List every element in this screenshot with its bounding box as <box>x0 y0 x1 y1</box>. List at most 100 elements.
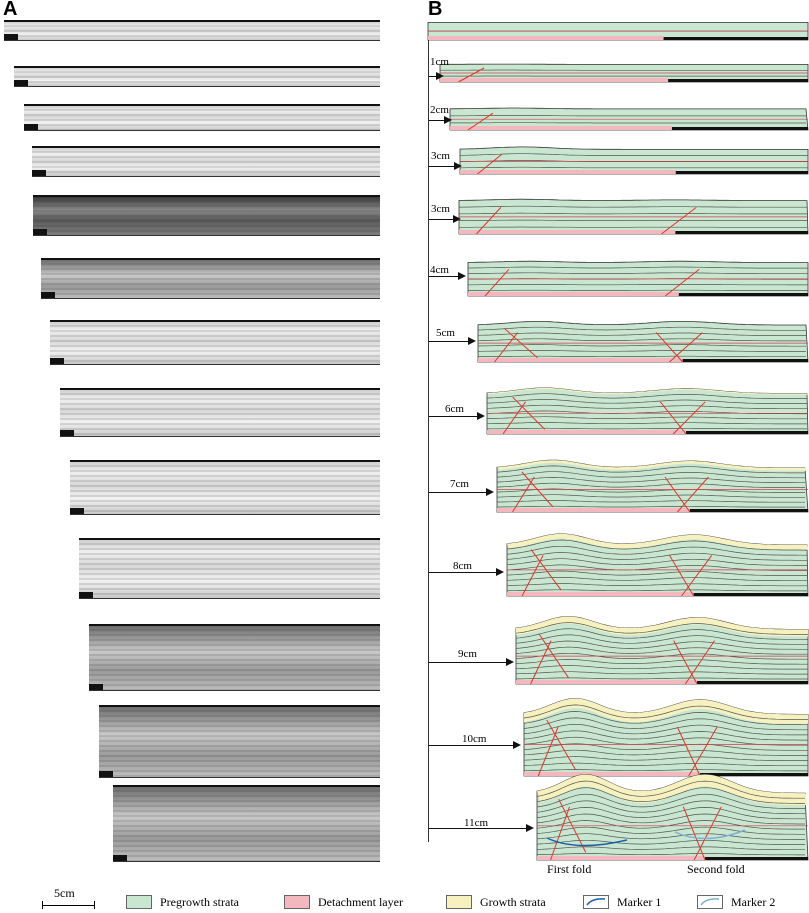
step-label: 1cm <box>430 56 449 68</box>
section-body-6 <box>477 321 809 363</box>
photo-stage-3 <box>32 146 380 177</box>
fault-a-4 <box>476 207 502 235</box>
strata-line-9-1 <box>506 539 807 551</box>
step-label: 9cm <box>458 648 477 660</box>
detachment-layer-9 <box>507 592 694 596</box>
fault-d-9 <box>530 549 562 591</box>
strata-line-4-1 <box>459 205 807 208</box>
legend-detachment-label: Detachment layer <box>318 894 403 909</box>
legend-marker1-label: Marker 1 <box>617 894 662 909</box>
photo-stage-12 <box>113 785 380 862</box>
strata-line-3-3 <box>460 166 808 169</box>
strata-line-10-6 <box>515 652 808 660</box>
fault-a-2 <box>467 112 494 131</box>
strata-line-12-6 <box>536 813 805 825</box>
strata-line-6-2 <box>477 332 806 336</box>
fault-a-6 <box>494 332 518 363</box>
photo-stage-11 <box>99 705 380 778</box>
fault-b-10 <box>684 640 715 685</box>
fault-d-7 <box>512 396 546 430</box>
rigid-base-2 <box>671 127 808 130</box>
strata-line-12-7 <box>536 820 805 830</box>
strata-line-10-4 <box>515 640 808 650</box>
section-body-4 <box>458 198 809 235</box>
photo-stage-9 <box>79 538 380 599</box>
strata-line-12-1 <box>536 780 805 799</box>
strata-line-8-1 <box>496 465 805 474</box>
rigid-base-9 <box>693 593 808 596</box>
detachment-layer-6 <box>478 358 683 362</box>
rigid-base-5 <box>678 293 808 296</box>
fault-d-6 <box>504 328 538 359</box>
step-label: 3cm <box>431 150 450 162</box>
strata-line-8-4 <box>496 482 806 488</box>
strata-line-6-4 <box>477 344 806 347</box>
arrow-right-icon <box>444 116 452 124</box>
photo-stage-2 <box>24 104 380 131</box>
fault-c-7 <box>659 401 687 435</box>
fault-a-9 <box>521 555 544 597</box>
rigid-base-10 <box>697 681 808 684</box>
section-body-0 <box>427 22 809 41</box>
strata-line-7-5 <box>486 416 807 420</box>
strata-line-9-2 <box>506 545 807 556</box>
growth-strata-8 <box>497 460 808 471</box>
strata-line-8-5 <box>496 488 805 493</box>
strata-line-8-8 <box>497 505 805 508</box>
fault-c-12 <box>682 806 706 861</box>
scale-tick-left <box>42 901 43 909</box>
detachment-layer-10 <box>516 680 698 684</box>
fault-a-11 <box>537 726 559 777</box>
strata-line-7-4 <box>486 410 807 415</box>
step-arrow-line <box>429 276 458 277</box>
strata-line-9-9 <box>506 589 807 592</box>
strata-line-9-3 <box>506 552 807 561</box>
strata-line-12-4 <box>536 800 805 815</box>
strata-line-5-1 <box>468 266 808 269</box>
section-body-3 <box>459 146 809 175</box>
strata-line-11-4 <box>523 723 808 736</box>
step-label: 5cm <box>436 327 455 339</box>
rigid-base-6 <box>682 359 808 362</box>
step-arrow-line <box>429 120 444 121</box>
fault-c-10 <box>673 640 698 685</box>
fault-a-8 <box>512 476 535 513</box>
section-body-12 <box>536 774 809 861</box>
fault-b-4 <box>661 207 697 235</box>
fault-d-8 <box>521 471 554 508</box>
marker1-line <box>546 837 628 847</box>
strata-line-11-7 <box>523 743 808 751</box>
strata-line-12-11 <box>536 846 805 851</box>
section-body-10 <box>515 615 809 685</box>
strata-line-4-2 <box>458 212 807 215</box>
legend-marker1: Marker 1 <box>583 895 661 909</box>
step-arrow-line <box>429 341 468 342</box>
strata-line-12-5 <box>536 807 805 820</box>
photo-stage-10 <box>89 624 380 691</box>
rigid-base-8 <box>689 509 808 512</box>
fault-c-8 <box>664 476 691 513</box>
strata-line-9-7 <box>506 576 807 582</box>
section-body-9 <box>506 533 809 597</box>
detachment-layer-4 <box>459 230 676 234</box>
strata-line-10-10 <box>516 677 808 680</box>
section-body-11 <box>523 698 809 777</box>
detachment-layer-2 <box>450 126 672 130</box>
growth-strata-9 <box>507 533 808 550</box>
detachment-layer-7 <box>487 430 687 434</box>
arrow-right-icon <box>436 72 444 80</box>
strata-line-10-2 <box>515 628 809 640</box>
detachment-layer-5 <box>468 292 679 296</box>
section-body-5 <box>467 260 809 297</box>
arrow-right-icon <box>454 162 462 170</box>
pregrowth-swatch <box>126 895 152 909</box>
rigid-base-4 <box>675 231 808 234</box>
strata-line-8-7 <box>497 500 805 503</box>
photo-stage-5 <box>41 258 380 299</box>
fault-b-11 <box>688 726 718 777</box>
fault-a-12 <box>550 806 570 861</box>
section-body-2 <box>449 107 809 131</box>
rigid-base-3 <box>675 171 808 174</box>
arrow-right-icon <box>453 215 461 223</box>
rigid-base-0 <box>663 37 808 40</box>
